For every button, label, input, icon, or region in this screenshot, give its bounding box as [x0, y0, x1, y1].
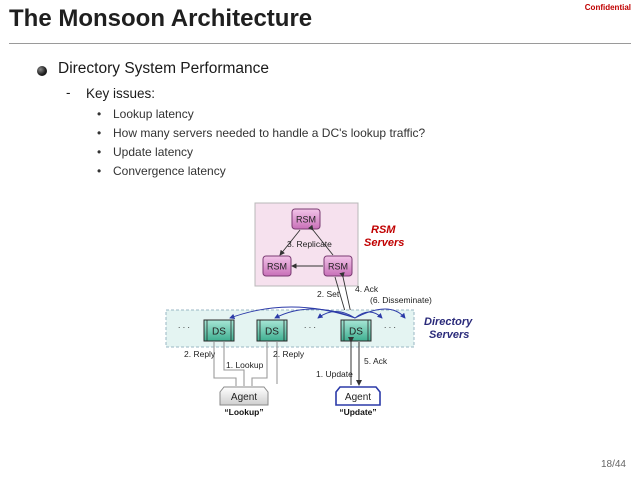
- confidential-label: Confidential: [584, 3, 631, 12]
- svg-text:Agent: Agent: [231, 392, 257, 403]
- bullet-update-latency: Update latency: [113, 145, 194, 159]
- bullet-marker: •: [97, 164, 102, 178]
- rsm-node-top: RSM: [291, 208, 321, 230]
- agent-update: Agent: [335, 386, 381, 406]
- caption-update: “Update”: [339, 407, 376, 417]
- bullet-marker: •: [97, 126, 102, 140]
- lookup-links: [213, 342, 278, 386]
- ds-node-1: DS: [203, 319, 235, 342]
- rsm-servers-label-line1: RSM: [371, 224, 396, 236]
- ds-region: [165, 309, 415, 348]
- bullet-level2: Key issues:: [86, 86, 156, 101]
- directory-servers-label-line1: Directory: [424, 316, 473, 328]
- title-divider: [9, 43, 631, 44]
- dissemination-arcs: [229, 306, 406, 319]
- svg-text:RSM: RSM: [267, 262, 287, 272]
- page-number: 18/44: [600, 459, 626, 470]
- bullet-level1: Directory System Performance: [58, 60, 270, 77]
- svg-text:DS: DS: [349, 327, 363, 338]
- ellipsis-left: . . .: [178, 320, 190, 330]
- svg-text:DS: DS: [212, 327, 226, 338]
- disseminate-label: (6. Disseminate): [370, 295, 432, 305]
- set-label: 2. Set: [317, 289, 340, 299]
- ds-node-2: DS: [256, 319, 288, 342]
- reply-label-right: 2. Reply: [273, 349, 305, 359]
- slide-title: The Monsoon Architecture: [9, 5, 313, 32]
- bullet-convergence-latency: Convergence latency: [113, 164, 226, 178]
- caption-lookup: “Lookup”: [224, 407, 263, 417]
- rsm-node-right: RSM: [323, 255, 353, 277]
- svg-text:DS: DS: [265, 327, 279, 338]
- update-label: 1. Update: [316, 369, 353, 379]
- svg-text:RSM: RSM: [328, 262, 348, 272]
- svg-text:RSM: RSM: [296, 215, 316, 225]
- bullet-dash: -: [66, 85, 71, 100]
- svg-text:Agent: Agent: [345, 392, 371, 403]
- bullet-marker: •: [97, 107, 102, 121]
- bullet-marker: •: [97, 145, 102, 159]
- ack5-label: 5. Ack: [364, 356, 388, 366]
- reply-label-left: 2. Reply: [184, 349, 216, 359]
- agent-lookup: Agent: [219, 386, 269, 406]
- ds-node-3: DS: [340, 319, 372, 342]
- bullet-servers-needed: How many servers needed to handle a DC's…: [113, 126, 426, 140]
- lookup-label: 1. Lookup: [226, 360, 264, 370]
- rsm-servers-label-line2: Servers: [364, 237, 404, 249]
- ack-label: 4. Ack: [355, 284, 379, 294]
- bullet-lookup-latency: Lookup latency: [113, 107, 194, 121]
- ellipsis-right: . . .: [384, 320, 396, 330]
- directory-servers-label-line2: Servers: [429, 329, 469, 341]
- ellipsis-middle: . . .: [304, 320, 316, 330]
- rsm-node-left: RSM: [262, 255, 292, 277]
- bullet-dot-icon: [37, 66, 47, 76]
- replicate-label: 3. Replicate: [287, 239, 332, 249]
